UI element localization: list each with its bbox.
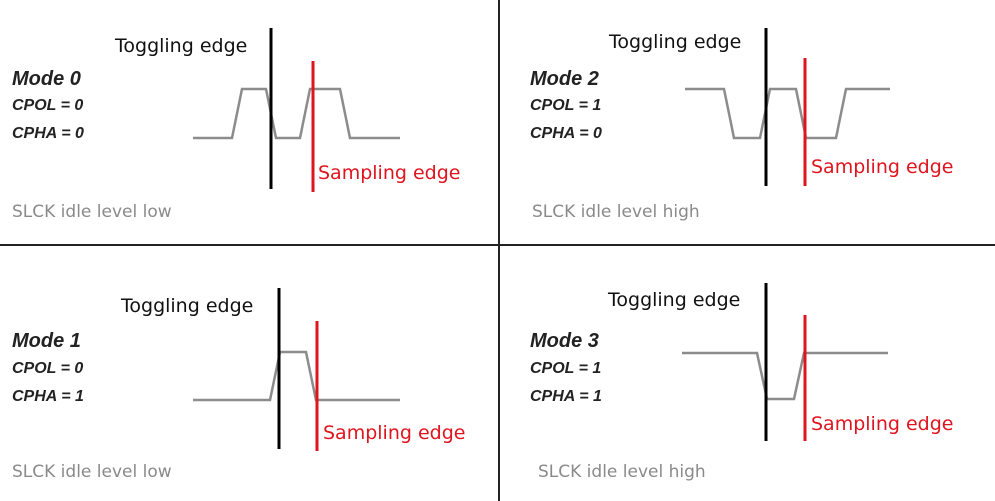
mode0-title: Mode 0: [12, 68, 81, 90]
mode3-cpha: CPHA = 1: [530, 388, 602, 405]
mode3-cpol: CPOL = 1: [530, 360, 602, 377]
mode2-cpha: CPHA = 0: [530, 125, 602, 142]
mode2-cpol: CPOL = 1: [530, 97, 602, 114]
mode0-sampling-edge-label: Sampling edge: [318, 162, 461, 184]
mode0-cpol: CPOL = 0: [12, 97, 84, 114]
mode2-clock-waveform: [685, 87, 890, 140]
mode2-idle-level: SLCK idle level high: [532, 202, 700, 222]
mode0-idle-level: SLCK idle level low: [12, 202, 172, 222]
mode1-idle-level: SLCK idle level low: [12, 462, 172, 482]
mode0-toggling-edge-label: Toggling edge: [115, 35, 248, 57]
mode3-clock-waveform: [682, 351, 888, 401]
mode3-title: Mode 3: [530, 330, 599, 352]
mode1-toggling-edge-label: Toggling edge: [121, 295, 254, 317]
mode1-clock-waveform: [193, 350, 400, 402]
mode0-clock-waveform: [193, 87, 400, 140]
mode0-cpha: CPHA = 0: [12, 125, 84, 142]
mode1-cpha: CPHA = 1: [12, 388, 84, 405]
mode2-sampling-edge-label: Sampling edge: [811, 156, 954, 178]
mode1-title: Mode 1: [12, 330, 81, 352]
mode2-toggling-edge-label: Toggling edge: [609, 31, 742, 53]
mode3-toggling-edge-label: Toggling edge: [608, 289, 741, 311]
mode2-title: Mode 2: [530, 68, 599, 90]
mode3-sampling-edge-label: Sampling edge: [811, 413, 954, 435]
mode1-cpol: CPOL = 0: [12, 360, 84, 377]
mode3-idle-level: SLCK idle level high: [538, 462, 706, 482]
mode1-sampling-edge-label: Sampling edge: [323, 422, 466, 444]
